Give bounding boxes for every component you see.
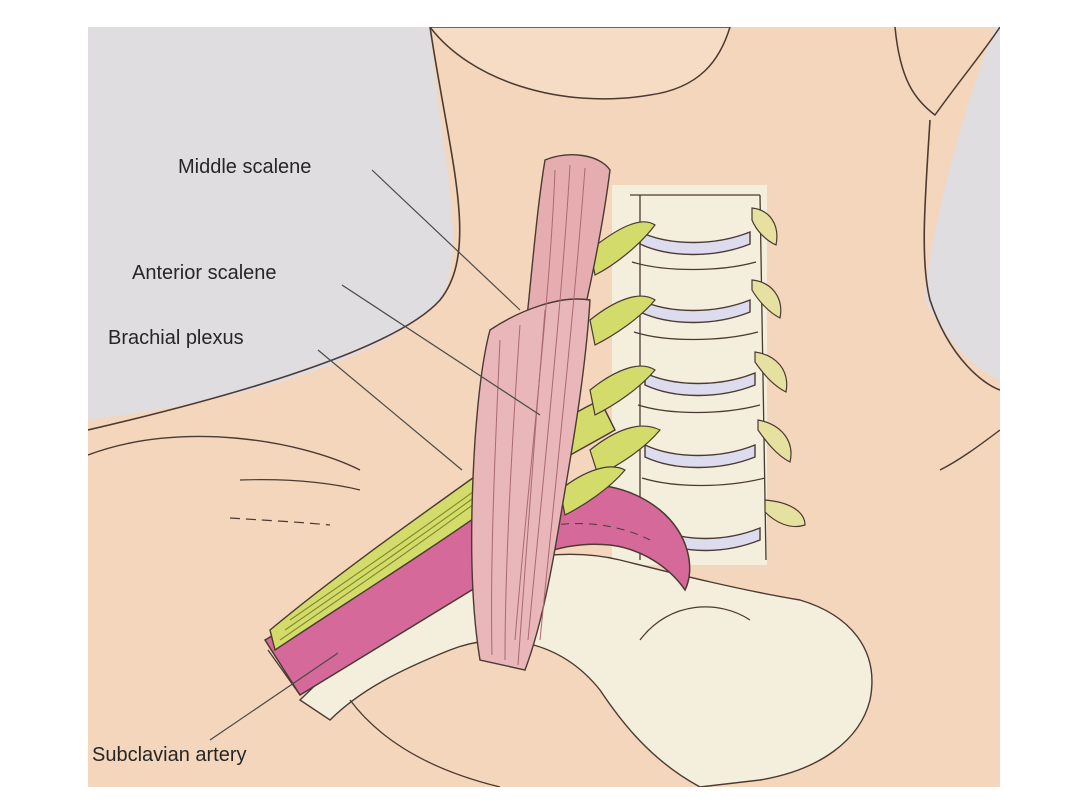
muscle-fiber: [517, 309, 546, 666]
artery-dashed-edge: [479, 523, 651, 546]
nerve-root: [764, 499, 806, 528]
muscle-fiber: [539, 167, 586, 641]
label-middle-scalene: Middle scalene: [178, 156, 311, 178]
nerve-root: [589, 221, 656, 276]
vertebra-outline: [759, 194, 767, 561]
nerve-root: [751, 207, 778, 246]
leader-line-subclavian-artery: [209, 652, 339, 741]
left-neck-outline: [88, 27, 461, 431]
nerve-root: [754, 351, 788, 393]
right-shoulder-line: [939, 429, 1000, 471]
vertebra-outline: [641, 477, 766, 487]
nerve-root: [589, 365, 656, 416]
rib-joint-outline: [639, 606, 751, 641]
leader-line-middle-scalene: [371, 169, 521, 311]
intervertebral-disc: [639, 230, 751, 256]
rib-lower-outline: [349, 699, 501, 787]
scalene-muscles: [471, 154, 611, 671]
nerve-root: [589, 295, 656, 346]
right-neck-outline: [923, 119, 1000, 391]
clavicle-line: [88, 435, 361, 471]
leader-line-anterior-scalene: [341, 284, 541, 416]
intervertebral-disc: [644, 371, 756, 397]
muscle-fiber: [527, 164, 571, 641]
leader-lines: [209, 169, 541, 741]
label-brachial-plexus: Brachial plexus: [108, 327, 244, 349]
vertebra-outline: [637, 404, 761, 414]
illustration-body: [88, 27, 1000, 787]
intervertebral-disc: [644, 443, 756, 469]
nerve-root: [559, 466, 626, 516]
label-subclavian-artery: Subclavian artery: [92, 744, 247, 766]
label-anterior-scalene: Anterior scalene: [132, 262, 277, 284]
dashed-landmark-line: [229, 517, 331, 526]
vertebra-outline: [633, 331, 759, 341]
muscle-fiber: [491, 339, 501, 656]
muscle-fiber: [504, 324, 521, 661]
left-background-area: [88, 27, 453, 420]
jaw: [429, 27, 731, 100]
leader-line-brachial-plexus: [317, 349, 463, 471]
nerve-root: [751, 279, 782, 319]
ear-outline: [894, 27, 1000, 117]
nerve-root: [757, 419, 792, 463]
first-rib: [298, 553, 873, 787]
right-background-area: [925, 27, 1000, 380]
vertebra-outline: [631, 261, 757, 271]
intervertebral-disc: [639, 298, 751, 324]
artery-cut-end: [267, 649, 301, 696]
clavicle-crease: [239, 479, 361, 491]
